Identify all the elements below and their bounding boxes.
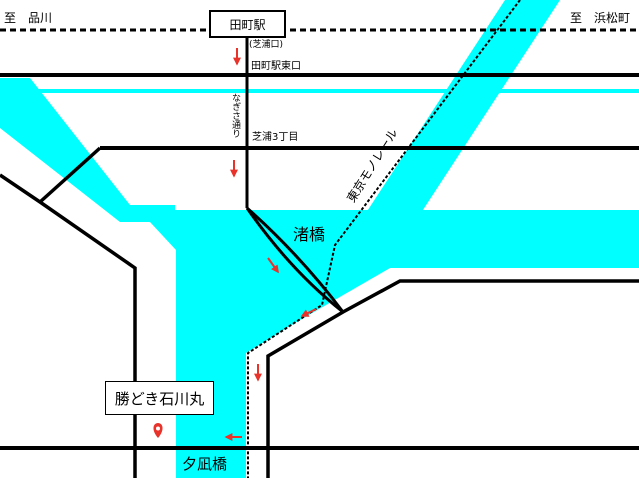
tamachi-east-exit-label: 田町駅東口 [251, 61, 301, 72]
road-right-block [266, 279, 639, 478]
nagisa-bridge-label: 渚橋 [293, 225, 326, 244]
kachidoki-ishikawamaru-box: 勝どき石川丸 [105, 381, 214, 415]
nagisa-bridge-upper [245, 207, 344, 314]
road-left-block [0, 173, 137, 478]
road-diagonal-upper [38, 146, 102, 204]
water-monorail-diagonal [330, 0, 560, 268]
route-arrow-4 [300, 308, 317, 317]
water-top-strip [0, 89, 639, 93]
shibaura-3chome-label: 芝浦3丁目 [252, 132, 299, 143]
to-hamamatsucho-label: 至 浜松町 [570, 11, 631, 25]
nagisa-bridge-lower [246, 206, 345, 313]
route-arrow-3 [267, 257, 279, 274]
to-shinagawa-label: 至 品川 [4, 11, 53, 25]
nagisa-dori-label: なぎさ通り [230, 93, 240, 138]
destination-pin-icon [153, 423, 163, 438]
yunagi-bridge-label: 夕凪橋 [182, 455, 228, 473]
water-main-channel [150, 210, 639, 478]
water-diagonal-left [0, 78, 175, 222]
shibaura-exit-label: (芝浦口) [249, 40, 284, 50]
tamachi-station-label: 田町駅 [229, 17, 266, 32]
roads [0, 28, 639, 478]
route-arrows [224, 48, 317, 441]
tamachi-station-box: 田町駅 [209, 10, 286, 38]
kachidoki-ishikawamaru-label: 勝どき石川丸 [114, 389, 205, 408]
